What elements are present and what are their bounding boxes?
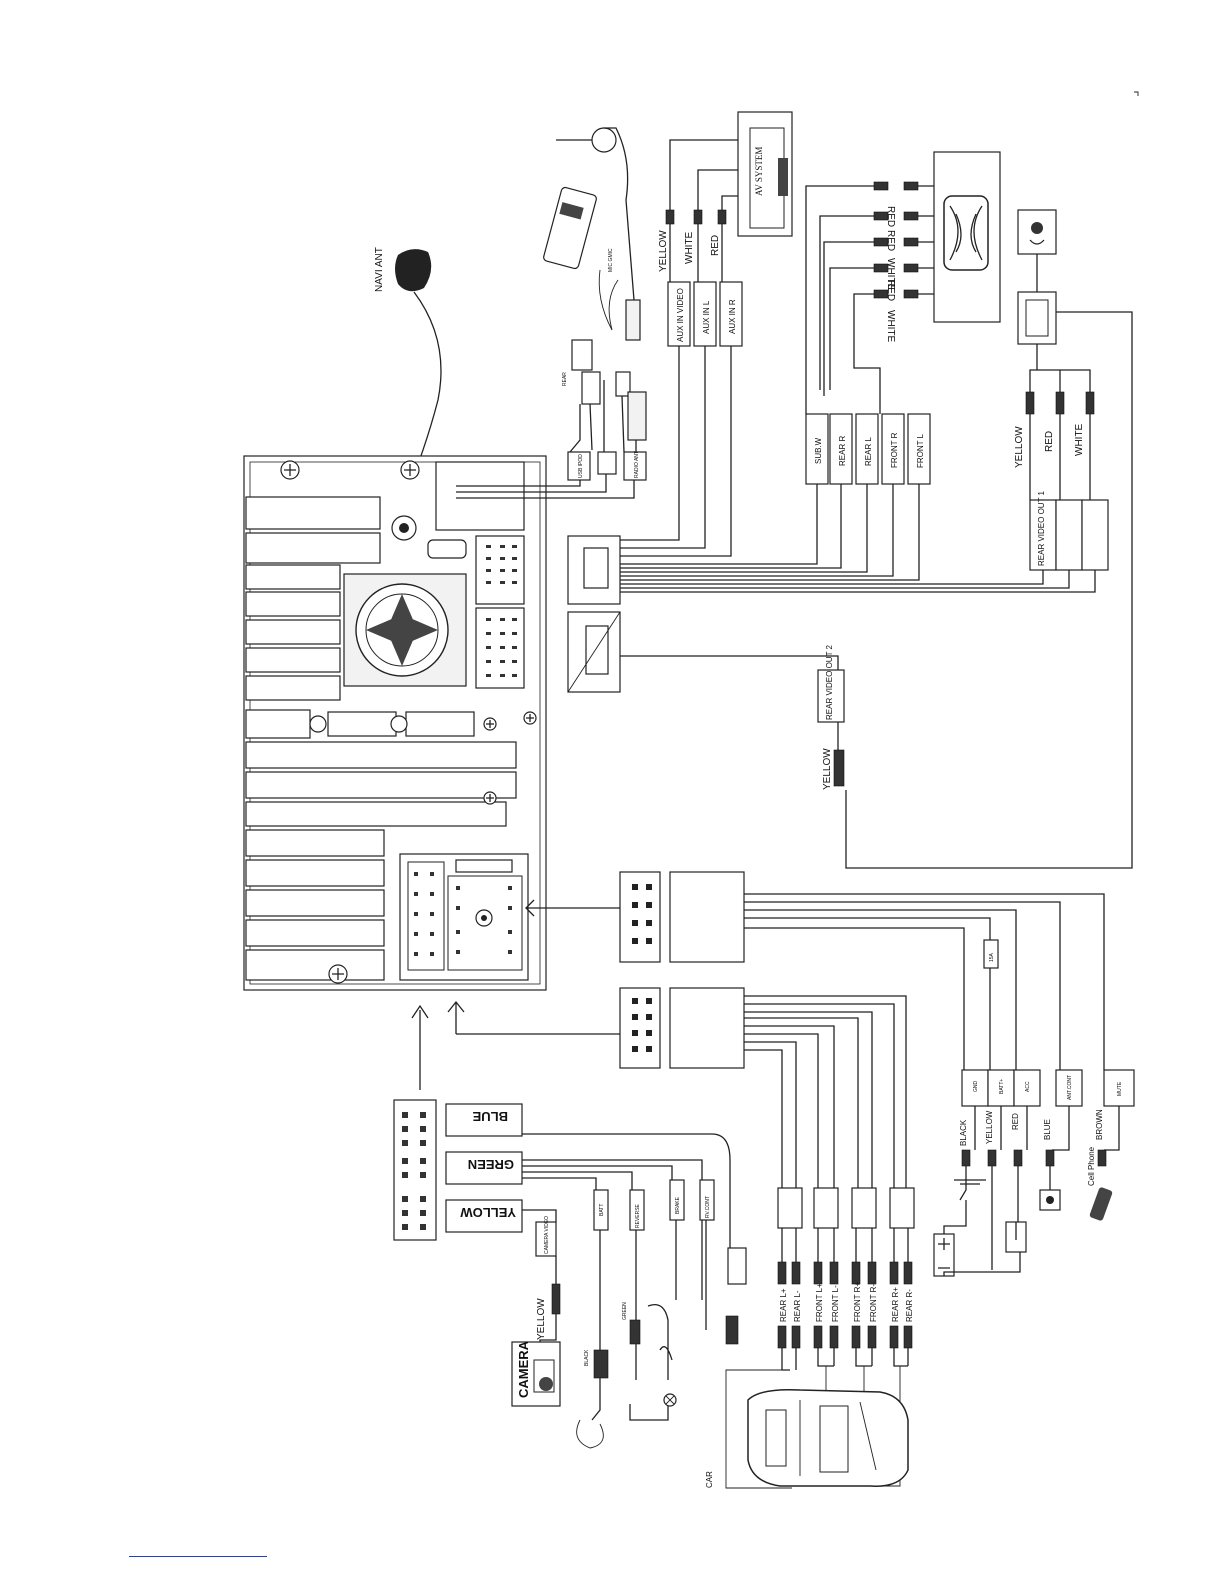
brown-label: BROWN xyxy=(1095,1109,1104,1140)
rear-l-label: REAR L xyxy=(864,437,873,466)
car-label: CAR xyxy=(705,1471,714,1488)
cell-phone-label: Cell Phone xyxy=(1087,1146,1096,1186)
aux-in-r-label: AUX IN R xyxy=(728,299,737,334)
mute-label: MUTE xyxy=(1117,1081,1123,1096)
rear-monitor: YELLOW RED WHITE REAR VIDEO OUT 1 xyxy=(620,209,1133,869)
camera-yellow-label: YELLOW xyxy=(536,1298,547,1340)
pwr-yellow-label: YELLOW xyxy=(985,1110,994,1144)
monitor-yellow: YELLOW xyxy=(1014,426,1025,468)
acc-label: ACC xyxy=(1025,1081,1031,1092)
front-l-label: FRONT L xyxy=(916,433,925,468)
front-l-plus-label: FRONT L+ xyxy=(815,1283,824,1322)
radio-ant-label: RADIO ANT xyxy=(634,451,640,478)
reverse-label: REVERSE xyxy=(635,1203,641,1228)
rear-r-plus-label: REAR R+ xyxy=(891,1287,900,1322)
camera-icon: CAMERA xyxy=(511,1340,561,1407)
rear-video-out-1-label: REAR VIDEO OUT 1 xyxy=(1037,490,1046,566)
amp-red-1: RED xyxy=(885,206,896,227)
green-connector-label: GREEN xyxy=(468,1157,514,1172)
batt-label: BATT+ xyxy=(999,1079,1005,1094)
top-accessories: MIC GMIC USB IPOD RADIO ANT REAR xyxy=(456,127,647,499)
fuse-label: 15A xyxy=(989,952,995,962)
rv-cont-label: RV.CONT xyxy=(705,1196,711,1218)
power-harness: 15A GND BATT+ ACC ANT.CONT MUTE BLACK YE… xyxy=(525,871,1135,1277)
footer-link-underline[interactable] xyxy=(129,1556,267,1557)
brake-label: BRAKE xyxy=(675,1196,681,1214)
monitor-red: RED xyxy=(1044,431,1055,452)
antenna-icon xyxy=(395,249,432,292)
black-label: BLACK xyxy=(959,1119,968,1146)
rear-video-out-2-label: REAR VIDEO OUT 2 xyxy=(825,644,834,720)
camera-label: CAMERA xyxy=(516,1340,531,1398)
screw-icon xyxy=(280,460,537,984)
rear-r-minus-label: REAR R- xyxy=(905,1289,914,1322)
rear-r-label: REAR R xyxy=(838,436,847,466)
green-small-label: GREEN xyxy=(622,1302,628,1320)
amp-white-2: WHITE xyxy=(885,310,896,343)
front-l-minus-label: FRONT L- xyxy=(831,1285,840,1322)
pwr-red-label: RED xyxy=(1011,1113,1020,1130)
rear-label-top: REAR xyxy=(562,372,568,386)
blue-connector-label: BLUE xyxy=(472,1109,508,1124)
amp-red-3: RED xyxy=(885,280,896,301)
monitor-icon xyxy=(1029,222,1045,245)
aux-white-label: WHITE xyxy=(684,231,695,264)
front-r-plus-label: FRONT R+ xyxy=(853,1282,862,1322)
speaker-harness: REAR L+ REAR L- FRONT L+ FRONT L- FRONT … xyxy=(447,987,915,1489)
car-icon: CAR xyxy=(705,1388,909,1488)
rear-video-out-2: REAR VIDEO OUT 2 YELLOW xyxy=(620,644,845,790)
video2-yellow: YELLOW xyxy=(822,748,833,790)
navi-ant-label: NAVI ANT xyxy=(374,247,385,292)
gnd-label: GND xyxy=(973,1081,979,1093)
yellow-connector-label: YELLOW xyxy=(460,1205,516,1220)
aux-yellow-label: YELLOW xyxy=(658,230,669,272)
rear-l-plus-label: REAR L+ xyxy=(779,1288,788,1322)
usb-ipod-label: USB IPOD xyxy=(578,454,584,478)
ant-cont-label: ANT.CONT xyxy=(1067,1075,1073,1100)
av-system-label: AV SYSTEM xyxy=(754,147,764,196)
aux-in-l-label: AUX IN L xyxy=(702,300,711,334)
audio-outputs: SUB.W REAR R REAR L FRONT R FRONT L xyxy=(620,413,931,581)
phone-icon xyxy=(1089,1187,1113,1221)
batt-small-label: BATT xyxy=(599,1204,605,1216)
black-small-label: BLACK xyxy=(584,1349,590,1366)
front-r-label: FRONT R xyxy=(890,432,899,468)
aux-red-label: RED xyxy=(710,235,721,256)
corner-mark xyxy=(1134,91,1139,96)
av-system: AV SYSTEM xyxy=(669,111,793,237)
mic-label: MIC GMIC xyxy=(608,248,614,272)
battery-icon xyxy=(933,1233,955,1277)
left-connectors: BLUE GREEN YELLOW CAMERA VIDEO YELLOW CA… xyxy=(393,1004,747,1449)
harness-connectors xyxy=(567,535,621,693)
amp-red-2: RED xyxy=(885,230,896,251)
sub-w-label: SUB.W xyxy=(814,437,823,464)
amplifier-icon xyxy=(943,195,989,271)
aux-in-group: AUX IN VIDEO AUX IN L AUX IN R YELLOW WH… xyxy=(620,209,743,557)
head-unit xyxy=(243,455,547,991)
antenna-small-icon xyxy=(1039,1189,1061,1211)
amplifier: RED RED WHITE RED WHITE xyxy=(805,151,1001,414)
front-r-minus-label: FRONT R- xyxy=(869,1284,878,1322)
amp-white-1: WHITE xyxy=(885,258,896,291)
rear-l-minus-label: REAR L- xyxy=(793,1290,802,1322)
camera-video-label: CAMERA VIDEO xyxy=(544,1216,550,1254)
pwr-blue-label: BLUE xyxy=(1043,1119,1052,1140)
fan-icon xyxy=(355,583,449,677)
monitor-white: WHITE xyxy=(1074,423,1085,456)
aux-in-video-label: AUX IN VIDEO xyxy=(676,288,685,342)
